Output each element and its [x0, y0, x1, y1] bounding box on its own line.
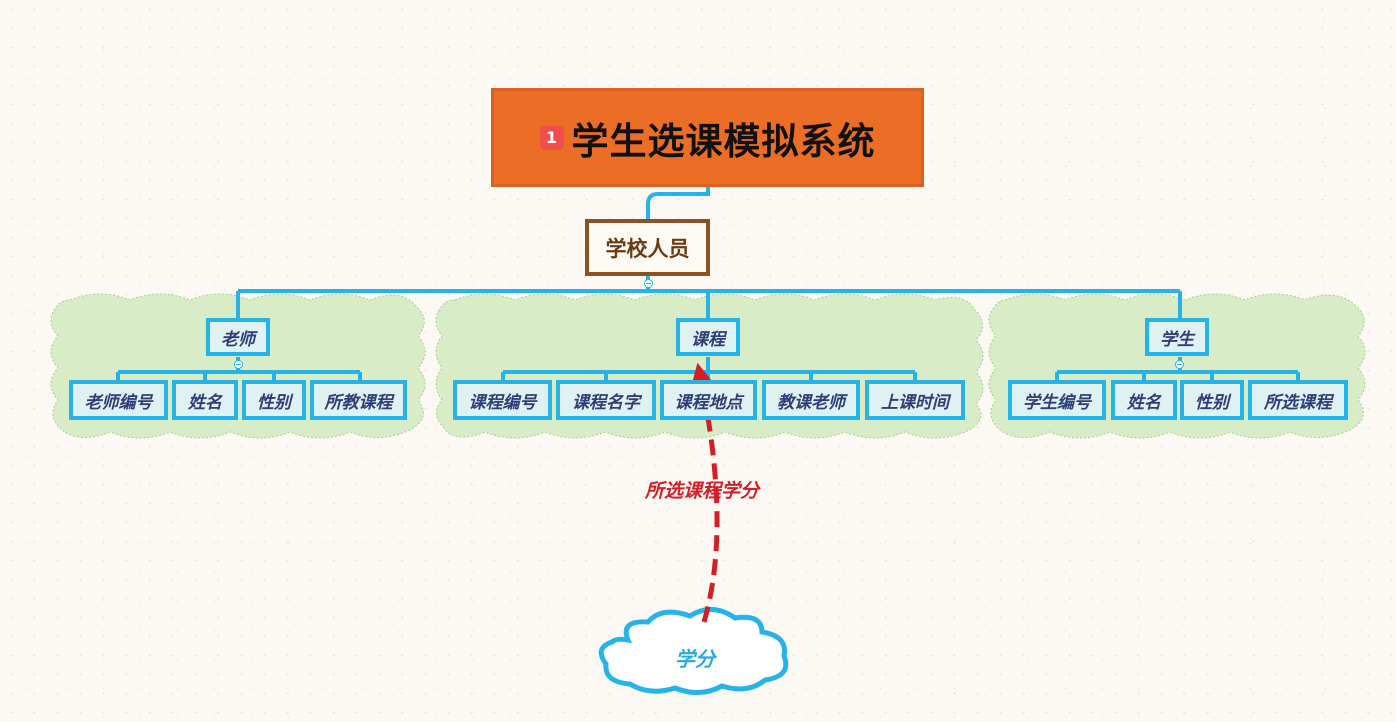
topic-course[interactable]: 课程 [676, 318, 740, 356]
topic-course-time[interactable]: 上课时间 [865, 380, 965, 420]
topic-teacher[interactable]: 老师 [206, 318, 270, 356]
topic-student-name[interactable]: 姓名 [1111, 380, 1177, 420]
root-title: 学生选课模拟系统 [571, 119, 876, 163]
topic-teacher-name[interactable]: 姓名 [172, 380, 238, 420]
topic-student-gender[interactable]: 性别 [1180, 380, 1244, 420]
topic-student[interactable]: 学生 [1145, 318, 1209, 356]
relationship-arrow[interactable] [690, 362, 720, 623]
teacher-collapse-toggle[interactable] [234, 360, 243, 369]
relationship-label[interactable]: 所选课程学分 [644, 479, 759, 502]
level1-collapse-toggle[interactable] [644, 279, 653, 288]
topic-teacher-gender[interactable]: 性别 [242, 380, 306, 420]
topic-course-teacher[interactable]: 教课老师 [762, 380, 860, 420]
priority-badge: 1 [539, 125, 564, 150]
student-collapse-toggle[interactable] [1175, 360, 1184, 369]
topic-school-staff[interactable]: 学校人员 [585, 219, 710, 276]
topic-course-location[interactable]: 课程地点 [660, 380, 757, 420]
topic-course-name[interactable]: 课程名字 [556, 380, 656, 420]
topic-course-id[interactable]: 课程编号 [453, 380, 552, 420]
root-connector [646, 186, 710, 219]
topic-student-courses[interactable]: 所选课程 [1248, 380, 1348, 420]
floating-topic-credit[interactable]: 学分 [675, 647, 715, 671]
root-topic[interactable]: 1 学生选课模拟系统 [491, 88, 924, 187]
topic-teacher-courses[interactable]: 所教课程 [310, 380, 407, 420]
topic-teacher-id[interactable]: 老师编号 [69, 380, 168, 420]
credit-cloud-shape[interactable] [598, 607, 789, 695]
topic-student-id[interactable]: 学生编号 [1008, 380, 1106, 420]
